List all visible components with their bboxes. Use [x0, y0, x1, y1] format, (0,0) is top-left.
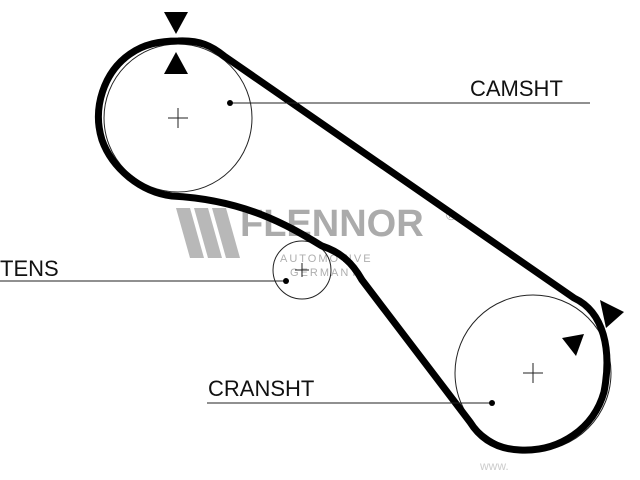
tensioner-center-cross: [295, 263, 309, 277]
camshaft-timing-mark-icon: [164, 12, 188, 74]
tensioner-center-dot: [283, 278, 289, 284]
crankshaft-leader: [207, 400, 495, 406]
timing-belt: [95, 37, 611, 454]
crankshaft-center-dot: [489, 400, 495, 406]
watermark-line2: GERMANY: [290, 267, 360, 279]
tensioner-label: TENS: [0, 256, 59, 281]
watermark-url: www.: [479, 459, 509, 473]
crankshaft-center-cross: [523, 363, 543, 383]
camshaft-center-dot: [227, 100, 233, 106]
crankshaft-label: CRANSHT: [208, 376, 314, 401]
watermark-brand: FLENNOR: [240, 203, 424, 245]
crankshaft-timing-mark-icon: [562, 300, 624, 356]
camshaft-label: CAMSHT: [470, 76, 563, 101]
camshaft-leader: [227, 100, 590, 106]
tensioner-leader: [0, 278, 289, 284]
tensioner-pulley: [272, 240, 332, 300]
flennor-logo: [176, 208, 240, 258]
camshaft-center-cross: [168, 108, 188, 128]
